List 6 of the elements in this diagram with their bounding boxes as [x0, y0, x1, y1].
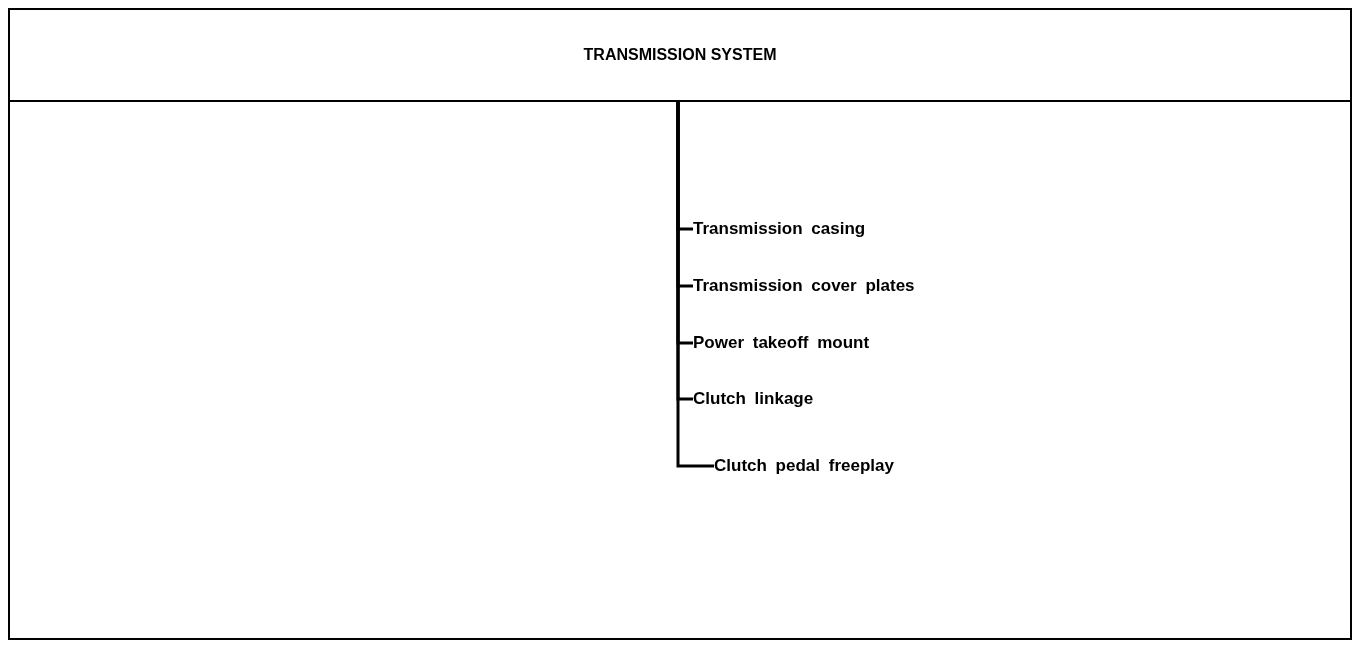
component-label: Transmission casing	[693, 218, 866, 240]
tree-connector	[676, 102, 714, 468]
component-label: Transmission cover plates	[693, 275, 915, 297]
component-label: Power takeoff mount	[693, 332, 870, 354]
component-label: Clutch pedal freeplay	[714, 455, 894, 477]
component-label: Clutch linkage	[693, 388, 814, 410]
